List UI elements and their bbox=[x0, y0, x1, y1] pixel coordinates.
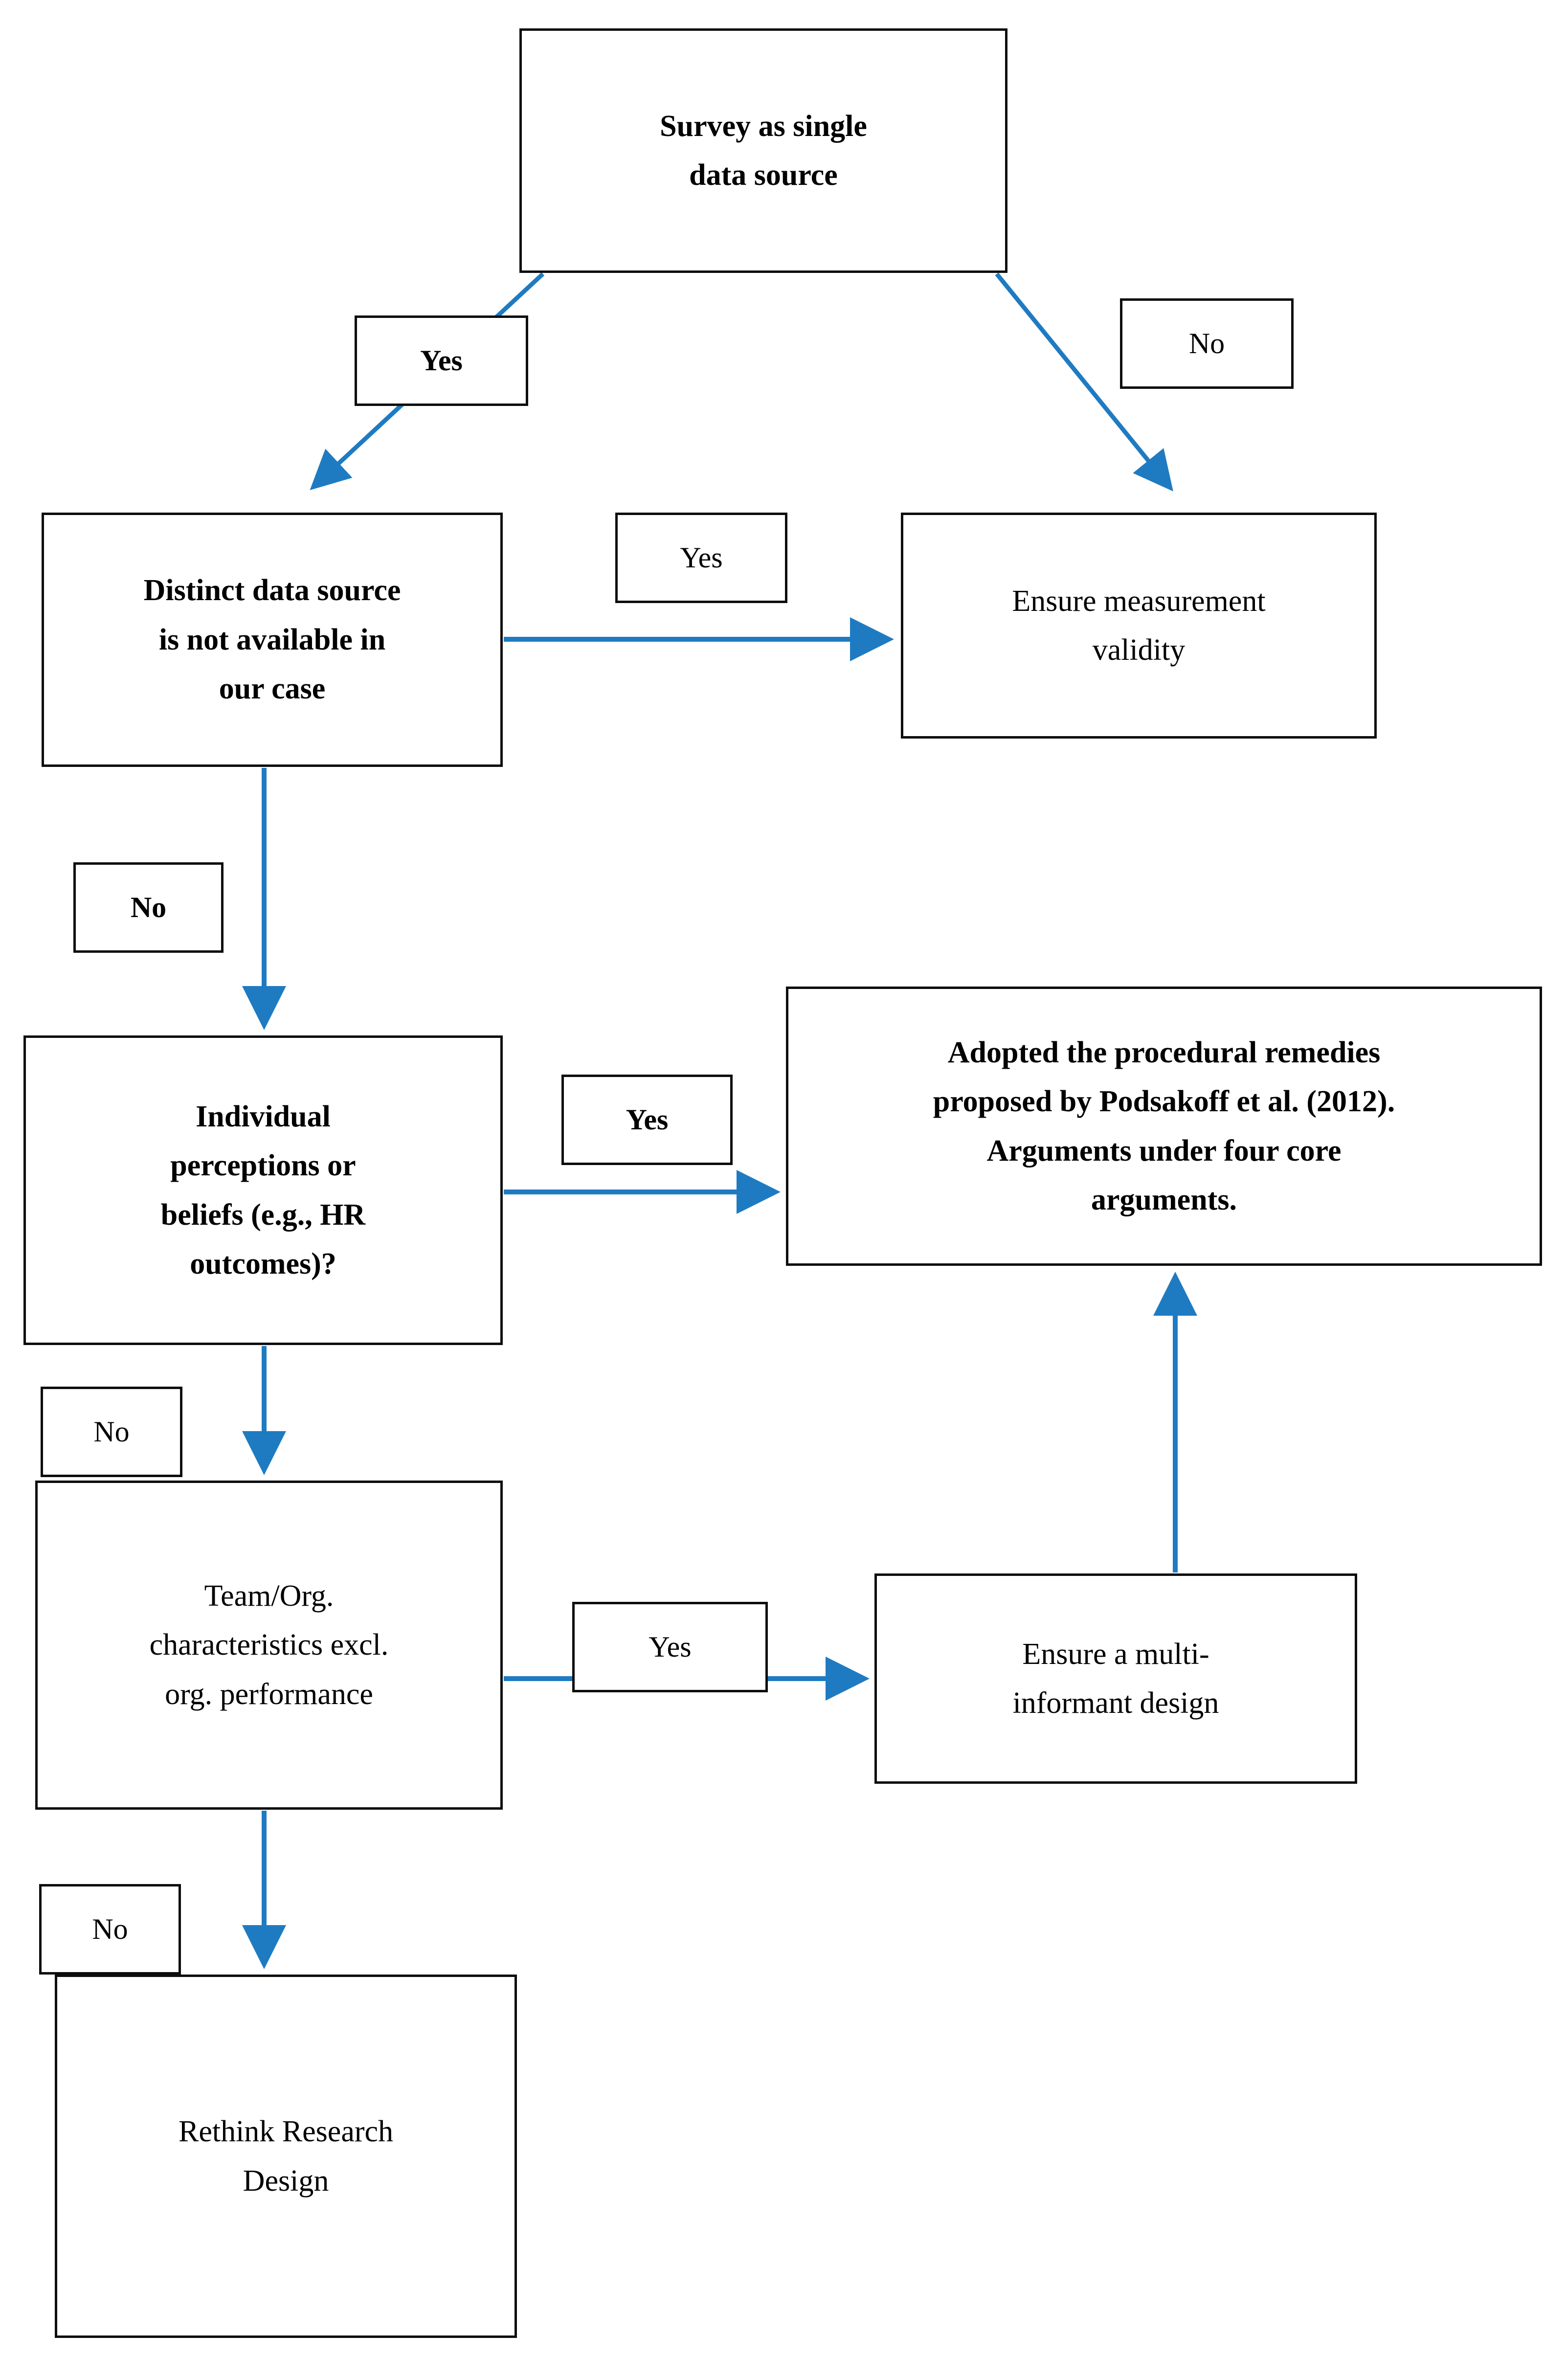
node-label: Ensure a multi- informant design bbox=[1012, 1637, 1219, 1720]
edge-label-no-3: No bbox=[41, 1387, 182, 1477]
node-team-org-characteristics[interactable]: Team/Org. characteristics excl. org. per… bbox=[35, 1481, 503, 1810]
node-ensure-multi-informant-design[interactable]: Ensure a multi- informant design bbox=[874, 1573, 1357, 1784]
edge-label-text: Yes bbox=[420, 344, 463, 377]
edge-label-text: No bbox=[93, 1415, 130, 1448]
edge-label-no-1: No bbox=[1120, 298, 1294, 389]
node-adopted-procedural-remedies[interactable]: Adopted the procedural remedies proposed… bbox=[786, 987, 1542, 1266]
node-rethink-research-design[interactable]: Rethink Research Design bbox=[55, 1975, 517, 2338]
edge-label-text: Yes bbox=[626, 1103, 669, 1136]
edge-label-text: No bbox=[130, 891, 167, 923]
node-label: Team/Org. characteristics excl. org. per… bbox=[149, 1579, 389, 1711]
node-label: Individual perceptions or beliefs (e.g.,… bbox=[160, 1100, 366, 1280]
edge-label-yes-2: Yes bbox=[615, 513, 787, 603]
node-ensure-measurement-validity[interactable]: Ensure measurement validity bbox=[901, 513, 1377, 739]
node-individual-perceptions[interactable]: Individual perceptions or beliefs (e.g.,… bbox=[23, 1035, 503, 1345]
node-label: Rethink Research Design bbox=[178, 2115, 394, 2198]
edge-label-yes-4: Yes bbox=[572, 1602, 768, 1692]
edge-label-no-4: No bbox=[39, 1884, 181, 1975]
edge-label-text: Yes bbox=[680, 541, 723, 574]
edge-label-text: Yes bbox=[649, 1630, 692, 1663]
node-label: Ensure measurement validity bbox=[1012, 584, 1266, 667]
node-label: Survey as single data source bbox=[660, 109, 867, 192]
node-distinct-data-source[interactable]: Distinct data source is not available in… bbox=[42, 513, 503, 767]
node-label: Adopted the procedural remedies proposed… bbox=[933, 1035, 1395, 1216]
node-label: Distinct data source is not available in… bbox=[143, 574, 401, 706]
node-survey-single-data-source[interactable]: Survey as single data source bbox=[519, 28, 1007, 273]
edge-label-no-2: No bbox=[73, 862, 224, 953]
edge-label-yes-1: Yes bbox=[355, 315, 528, 406]
edge-label-text: No bbox=[1188, 327, 1225, 359]
edge-label-yes-3: Yes bbox=[561, 1075, 733, 1165]
edge-label-text: No bbox=[92, 1912, 128, 1945]
